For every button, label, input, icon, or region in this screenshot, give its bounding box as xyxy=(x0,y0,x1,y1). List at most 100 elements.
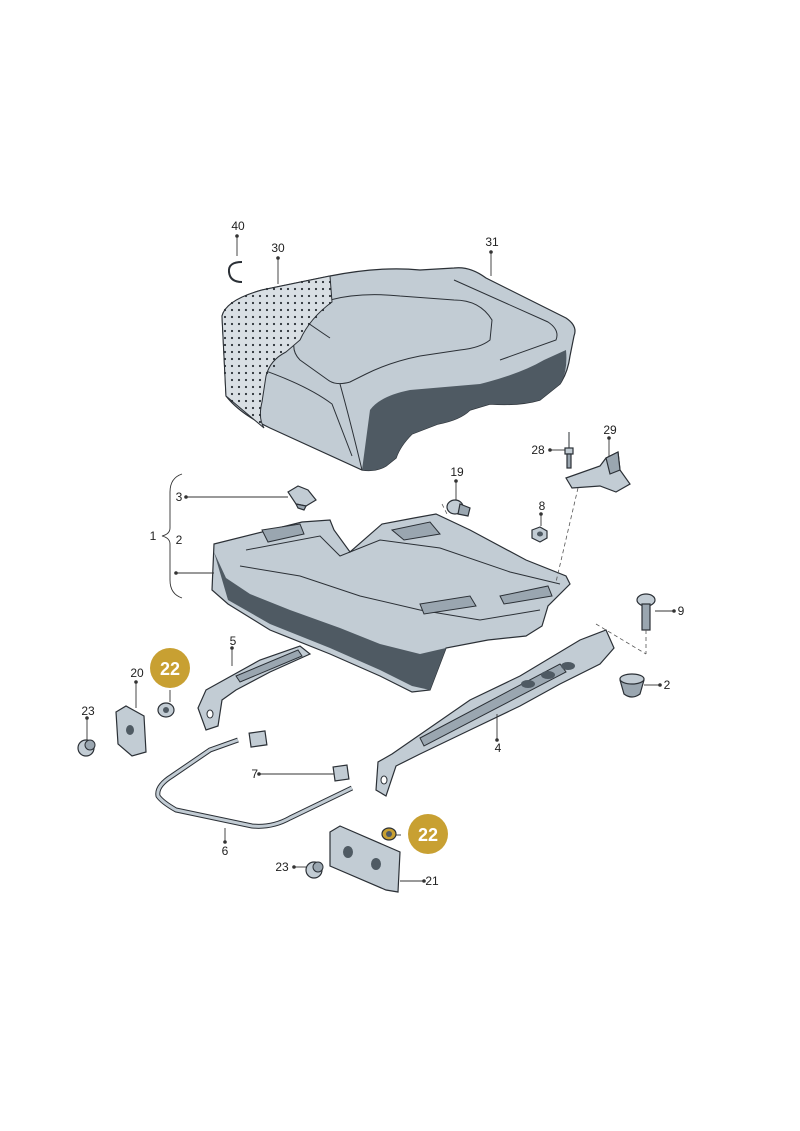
cover-dot xyxy=(279,336,283,340)
cover-dot-pattern xyxy=(223,280,332,424)
cover-dot xyxy=(314,301,318,305)
cover-dot xyxy=(258,357,262,361)
callout-20: 20 xyxy=(130,666,144,680)
cover-dot xyxy=(328,301,332,305)
cover-dot xyxy=(251,357,255,361)
bracket-clip[interactable] xyxy=(287,485,317,511)
trim-cap-left[interactable] xyxy=(115,705,147,757)
rubber-buffer[interactable] xyxy=(619,673,645,698)
cover-dot xyxy=(230,336,234,340)
cover-dot xyxy=(258,413,262,417)
cover-dot xyxy=(251,329,255,333)
trim-cover-right[interactable] xyxy=(329,825,401,893)
cover-dot xyxy=(251,350,255,354)
cover-dot xyxy=(237,364,241,368)
cover-dot xyxy=(328,287,332,291)
cover-dot xyxy=(272,357,276,361)
cover-dot xyxy=(279,308,283,312)
seat-rail-left[interactable] xyxy=(197,645,312,731)
cover-dot xyxy=(230,378,234,382)
cover-dot xyxy=(251,385,255,389)
cover-dot xyxy=(321,280,325,284)
seat-rail-right[interactable] xyxy=(375,629,615,797)
callout-3: 3 xyxy=(176,490,183,504)
cover-dot xyxy=(244,301,248,305)
pad-upper[interactable] xyxy=(248,730,268,748)
cover-dot xyxy=(286,308,290,312)
mounting-bracket[interactable] xyxy=(565,451,631,493)
badge-22-right[interactable]: 22 xyxy=(408,814,448,854)
cover-dot xyxy=(237,301,241,305)
cover-dot xyxy=(272,294,276,298)
cover-dot xyxy=(237,399,241,403)
nut[interactable] xyxy=(531,526,548,543)
cover-dot xyxy=(223,336,227,340)
cover-dot xyxy=(272,315,276,319)
cover-dot xyxy=(321,301,325,305)
callout-23-left: 23 xyxy=(81,704,95,718)
cover-dot xyxy=(265,329,269,333)
cover-dot xyxy=(279,315,283,319)
cover-dot xyxy=(307,308,311,312)
flange-nut-left[interactable] xyxy=(157,702,175,718)
pad-lower[interactable] xyxy=(332,764,350,782)
cover-dot xyxy=(307,287,311,291)
cover-dot xyxy=(251,399,255,403)
callout-23-bottom: 23 xyxy=(275,860,289,874)
cover-dot xyxy=(265,308,269,312)
bolt[interactable] xyxy=(636,593,656,631)
cover-dot xyxy=(223,371,227,375)
cover-dot xyxy=(321,308,325,312)
cover-dot xyxy=(230,322,234,326)
cover-dot xyxy=(265,287,269,291)
flange-nut-right[interactable] xyxy=(381,827,397,841)
cover-dot xyxy=(321,294,325,298)
cover-dot xyxy=(286,329,290,333)
end-cap-left[interactable] xyxy=(77,739,96,757)
cover-dot xyxy=(244,294,248,298)
cover-dot xyxy=(251,336,255,340)
cover-dot xyxy=(237,315,241,319)
seat-pan[interactable] xyxy=(211,513,571,693)
leader-lines xyxy=(86,236,674,882)
cover-dot xyxy=(279,329,283,333)
cover-dot xyxy=(244,392,248,396)
c-clip-icon[interactable] xyxy=(227,261,243,283)
push-rivet[interactable] xyxy=(446,499,471,517)
cover-dot xyxy=(237,308,241,312)
screw[interactable] xyxy=(564,432,574,469)
cover-dot xyxy=(307,315,311,319)
cover-dot xyxy=(251,315,255,319)
callout-8: 8 xyxy=(539,499,546,513)
badge-22-left[interactable]: 22 xyxy=(150,648,190,688)
callout-29: 29 xyxy=(603,423,617,437)
cover-dot xyxy=(237,378,241,382)
cover-dot xyxy=(223,322,227,326)
cover-dot xyxy=(293,315,297,319)
cover-dot xyxy=(258,301,262,305)
cover-dot xyxy=(265,350,269,354)
cover-dot xyxy=(244,357,248,361)
cover-dot xyxy=(300,280,304,284)
cover-dot xyxy=(230,371,234,375)
cover-dot xyxy=(314,287,318,291)
cover-dot xyxy=(230,357,234,361)
cover-dot xyxy=(251,392,255,396)
cover-dot xyxy=(293,336,297,340)
callout-9: 9 xyxy=(678,604,685,618)
cover-dot xyxy=(272,364,276,368)
cover-dot xyxy=(230,364,234,368)
cover-dot xyxy=(272,301,276,305)
cover-dot xyxy=(251,301,255,305)
cover-dot xyxy=(272,336,276,340)
cover-dot xyxy=(272,287,276,291)
cover-dot xyxy=(293,287,297,291)
end-cap-bottom[interactable] xyxy=(305,861,324,879)
cover-dot xyxy=(251,294,255,298)
cover-dot xyxy=(230,301,234,305)
assembly-guides xyxy=(441,487,647,655)
cover-dot xyxy=(251,308,255,312)
callout-30: 30 xyxy=(271,241,285,255)
callout-7: 7 xyxy=(251,767,258,781)
